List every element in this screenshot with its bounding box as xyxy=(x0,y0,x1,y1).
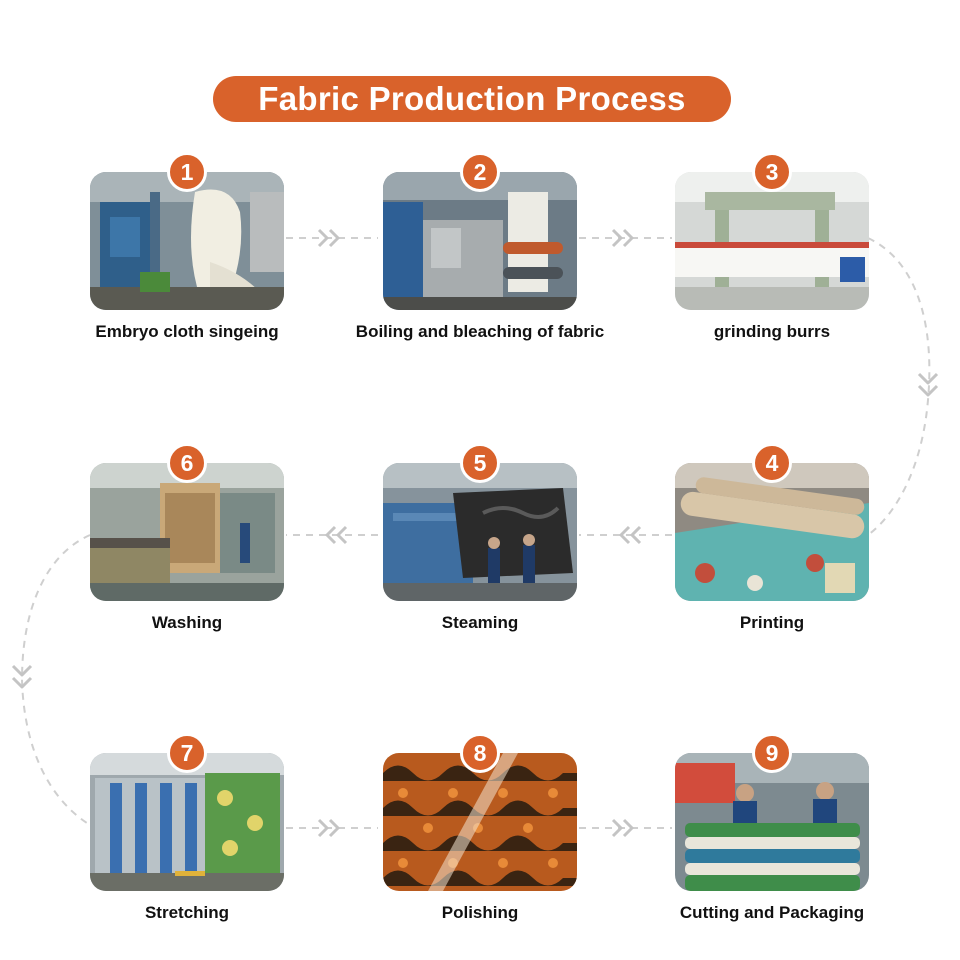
step-number-badge: 1 xyxy=(167,152,207,192)
arrow-right-icon xyxy=(611,228,623,248)
step-label: Boiling and bleaching of fabric xyxy=(355,322,605,341)
page-title: Fabric Production Process xyxy=(258,80,686,117)
arrow-right-icon xyxy=(622,228,634,248)
step-number-badge: 6 xyxy=(167,443,207,483)
arrow-left-icon xyxy=(325,525,337,545)
step-label: grinding burrs xyxy=(713,322,831,341)
step-label: Stretching xyxy=(144,903,230,922)
washing-machine-photo xyxy=(90,463,284,601)
arrow-right-icon xyxy=(328,228,340,248)
arrow-right-icon xyxy=(317,818,329,838)
arrow-right-icon xyxy=(317,228,329,248)
step-label: Washing xyxy=(151,613,223,632)
bleaching-machine-photo xyxy=(383,172,577,310)
connector-6-7 xyxy=(20,534,91,826)
step-label: Cutting and Packaging xyxy=(679,903,865,922)
arrow-left-icon xyxy=(336,525,348,545)
arrow-right-icon xyxy=(328,818,340,838)
arrow-down-icon xyxy=(917,384,939,397)
arrow-down-icon xyxy=(11,676,33,689)
step-number-badge: 5 xyxy=(460,443,500,483)
arrow-right-icon xyxy=(611,818,623,838)
steaming-machine-photo xyxy=(383,463,577,601)
packaging-photo xyxy=(675,753,869,891)
printing-machine-photo xyxy=(675,463,869,601)
arrow-down-icon xyxy=(917,372,939,385)
step-label: Printing xyxy=(739,613,805,632)
grinding-machine-photo xyxy=(675,172,869,310)
stretching-machine-photo xyxy=(90,753,284,891)
step-number-badge: 2 xyxy=(460,152,500,192)
step-number-badge: 3 xyxy=(752,152,792,192)
step-number-badge: 9 xyxy=(752,733,792,773)
step-label: Steaming xyxy=(441,613,519,632)
arrow-down-icon xyxy=(11,664,33,677)
arrow-left-icon xyxy=(619,525,631,545)
polishing-fabric-photo xyxy=(383,753,577,891)
singeing-machine-photo xyxy=(90,172,284,310)
step-number-badge: 7 xyxy=(167,733,207,773)
arrow-right-icon xyxy=(622,818,634,838)
step-number-badge: 8 xyxy=(460,733,500,773)
connector-3-4 xyxy=(867,237,931,536)
step-number-badge: 4 xyxy=(752,443,792,483)
title-banner: Fabric Production Process xyxy=(213,76,731,122)
step-label: Embryo cloth singeing xyxy=(95,322,279,341)
step-label: Polishing xyxy=(441,903,519,922)
arrow-left-icon xyxy=(630,525,642,545)
